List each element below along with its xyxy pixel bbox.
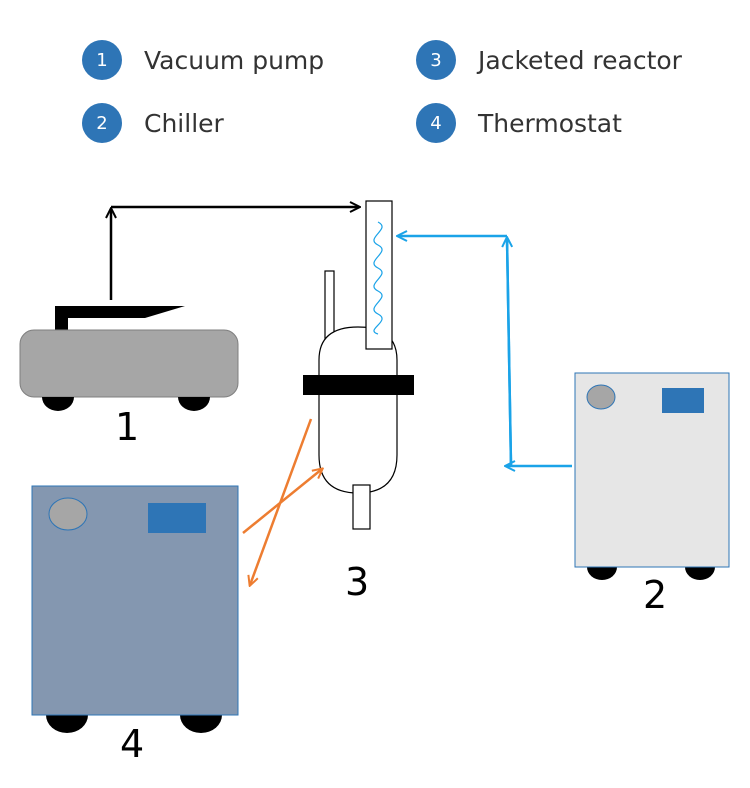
number-badge: 2 bbox=[82, 103, 122, 143]
pump-wheel-right bbox=[178, 397, 210, 411]
number-badge: 3 bbox=[416, 40, 456, 80]
cooling-line-vertical-down bbox=[505, 237, 513, 466]
reactor-vessel bbox=[318, 326, 398, 494]
number-badge: 4 bbox=[416, 103, 456, 143]
condenser-coil bbox=[373, 221, 383, 335]
pump-wheel-left bbox=[42, 397, 74, 411]
heating-lines bbox=[242, 418, 322, 585]
legend-item-vacuum-pump: 1 Vacuum pump bbox=[82, 40, 324, 80]
thermostat-wheel-right bbox=[180, 715, 222, 733]
legend-label: Chiller bbox=[144, 108, 224, 138]
legend-label: Vacuum pump bbox=[144, 45, 325, 75]
pump-handle bbox=[55, 306, 185, 330]
thermostat-wheel-left bbox=[46, 715, 88, 733]
vacuum-line bbox=[111, 207, 359, 300]
reactor-number-label: 3 bbox=[345, 560, 369, 604]
pump-number-label: 1 bbox=[115, 405, 139, 449]
legend-label: Jacketed reactor bbox=[478, 45, 682, 75]
reactor-bottom-outlet bbox=[352, 484, 371, 530]
number-badge: 1 bbox=[82, 40, 122, 80]
jacketed-reactor: 3 bbox=[303, 200, 414, 604]
thermostat: 4 bbox=[31, 485, 239, 766]
legend-item-chiller: 2 Chiller bbox=[82, 103, 224, 143]
chiller-wheel-right bbox=[685, 567, 715, 580]
thermostat-dial bbox=[48, 497, 88, 531]
heating-line-to-reactor bbox=[242, 469, 322, 534]
vacuum-pump: 1 bbox=[19, 306, 239, 449]
pump-body bbox=[19, 329, 239, 398]
chiller-wheel-left bbox=[587, 567, 617, 580]
chiller-display bbox=[662, 388, 704, 413]
chiller-dial bbox=[586, 384, 616, 410]
legend-label: Thermostat bbox=[478, 108, 622, 138]
chiller-number-label: 2 bbox=[643, 573, 667, 617]
thermostat-number-label: 4 bbox=[120, 722, 144, 766]
reactor-clamp bbox=[303, 375, 414, 395]
legend-item-jacketed-reactor: 3 Jacketed reactor bbox=[416, 40, 682, 80]
heating-line-to-thermostat bbox=[250, 418, 313, 585]
thermostat-display bbox=[148, 503, 206, 533]
cooling-lines bbox=[398, 236, 572, 466]
legend-item-thermostat: 4 Thermostat bbox=[416, 103, 622, 143]
chiller: 2 bbox=[574, 372, 730, 617]
